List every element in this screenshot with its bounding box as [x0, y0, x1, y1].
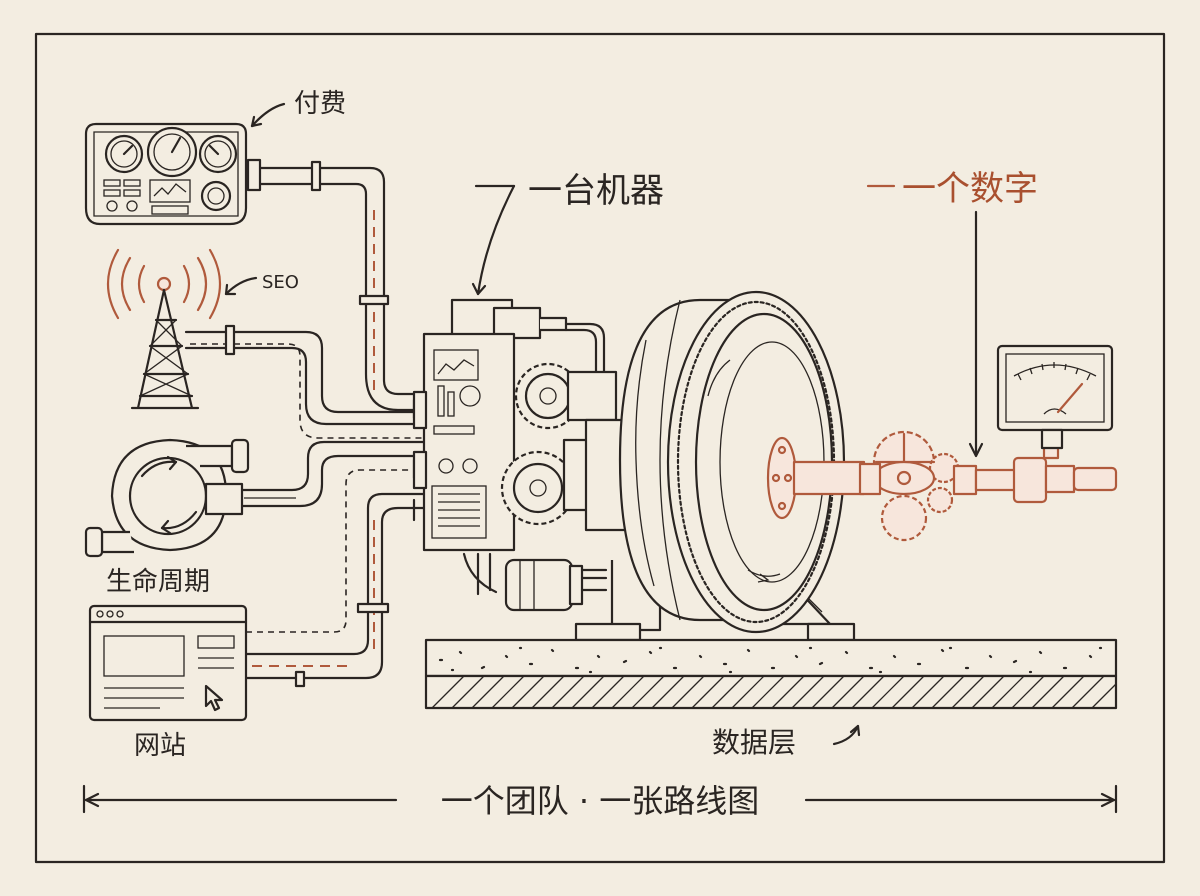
number-label: 一个数字: [902, 169, 1038, 209]
radio-tower-icon: [107, 248, 221, 410]
seo-label: SEO: [262, 272, 299, 293]
machine-arrow: [476, 184, 516, 296]
website-label: 网站: [134, 731, 186, 761]
footer-span-arrow: [82, 784, 1118, 814]
data-layer-slab: [424, 638, 1118, 710]
cycle-pump-icon: [84, 438, 250, 558]
connection-pipes: [184, 160, 426, 688]
website-window-icon: [88, 604, 248, 722]
data-layer-label: 数据层: [712, 726, 796, 759]
billing-arrow: [250, 102, 286, 128]
engine-machine-icon: [412, 290, 1118, 642]
frame-border: [34, 32, 1166, 864]
dashboard-panel-icon: [84, 122, 262, 226]
billing-label: 付费: [294, 89, 346, 119]
footer-label: 一个团队 · 一张路线图: [441, 782, 760, 820]
gauge-meter-icon: [996, 344, 1114, 450]
lifecycle-label: 生命周期: [106, 567, 210, 597]
seo-arrow: [224, 276, 258, 296]
machine-label: 一台机器: [528, 171, 664, 211]
